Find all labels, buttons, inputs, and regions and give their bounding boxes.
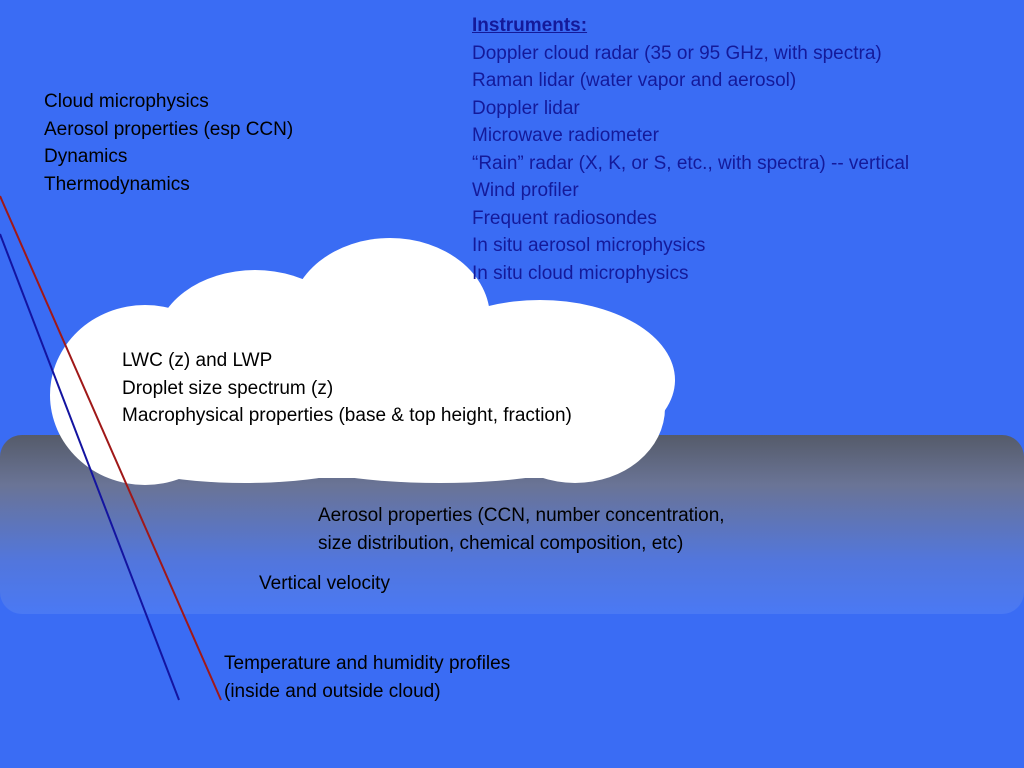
cloud-property-item: LWC (z) and LWP <box>122 350 273 371</box>
aerosol-properties: Aerosol properties (CCN, number concentr… <box>318 502 725 557</box>
instrument-item: Raman lidar (water vapor and aerosol) <box>472 70 797 91</box>
cloud-property-item: Macrophysical properties (base & top hei… <box>122 405 572 426</box>
instruments-list: Instruments: Doppler cloud radar (35 or … <box>472 12 909 287</box>
instruments-title: Instruments: <box>472 15 588 36</box>
instrument-item: In situ cloud microphysics <box>472 262 689 284</box>
topic-item: Aerosol properties (esp CCN) <box>44 118 294 140</box>
cloud-shape <box>50 238 675 485</box>
aerosol-line: Aerosol properties (CCN, number concentr… <box>318 505 725 526</box>
cloud-property-item: Droplet size spectrum (z) <box>122 377 334 399</box>
aerosol-line: size distribution, chemical composition,… <box>318 532 684 554</box>
instrument-item: “Rain” radar (X, K, or S, etc., with spe… <box>472 152 910 174</box>
cloud-properties: LWC (z) and LWP Droplet size spectrum (z… <box>122 347 572 430</box>
topic-item: Thermodynamics <box>44 173 190 195</box>
humidity-profile-line <box>0 233 180 701</box>
instrument-item: Wind profiler <box>472 180 579 201</box>
instrument-item: Frequent radiosondes <box>472 207 657 229</box>
profiles-line: Temperature and humidity profiles <box>224 653 511 674</box>
profiles-line: (inside and outside cloud) <box>224 680 441 702</box>
instrument-item: Doppler lidar <box>472 97 580 119</box>
vertical-velocity-label: Vertical velocity <box>259 573 390 594</box>
profiles-label: Temperature and humidity profiles (insid… <box>224 650 510 705</box>
temperature-profile-line <box>0 195 222 701</box>
instrument-item: Doppler cloud radar (35 or 95 GHz, with … <box>472 42 882 64</box>
topic-item: Dynamics <box>44 146 128 167</box>
instrument-item: In situ aerosol microphysics <box>472 235 706 256</box>
measurement-topics: Cloud microphysics Aerosol properties (e… <box>44 88 293 198</box>
topic-item: Cloud microphysics <box>44 91 209 112</box>
instrument-item: Microwave radiometer <box>472 125 659 146</box>
